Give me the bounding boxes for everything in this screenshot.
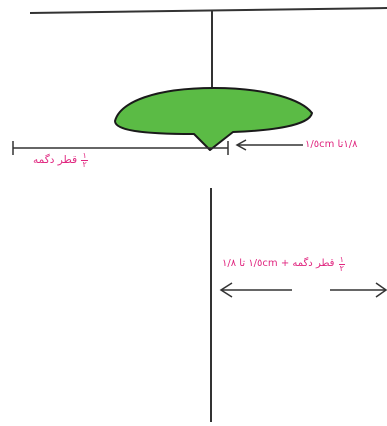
fraction-denominator: ٢: [82, 159, 87, 169]
fabric-top-edge-line: [29, 7, 387, 14]
left-arrowhead: [219, 282, 233, 298]
total-offset-label: ١ ٢ قطر دگمه + ١/٥cm تا ١/٨: [222, 256, 346, 272]
fraction-numerator: ١: [338, 255, 345, 265]
button-shape: [114, 87, 313, 151]
fraction-numerator: ١: [81, 151, 88, 161]
total-fraction: ١ ٢: [338, 255, 345, 273]
fraction-denominator: ٢: [339, 263, 344, 273]
right-arrowhead: [375, 282, 387, 298]
gap-label: ١/٨تا ١/٥cm: [305, 140, 358, 151]
half-diameter-label: ١ ٢ قطر دگمه: [33, 152, 89, 168]
gap-label-text: ١/٨تا ١/٥cm: [305, 139, 358, 150]
total-offset-text: قطر دگمه + ١/٥cm تا ١/٨: [222, 258, 335, 270]
gap-arrowhead: [235, 139, 247, 151]
half-fraction: ١ ٢: [81, 151, 88, 169]
half-diameter-text: قطر دگمه: [33, 153, 78, 166]
